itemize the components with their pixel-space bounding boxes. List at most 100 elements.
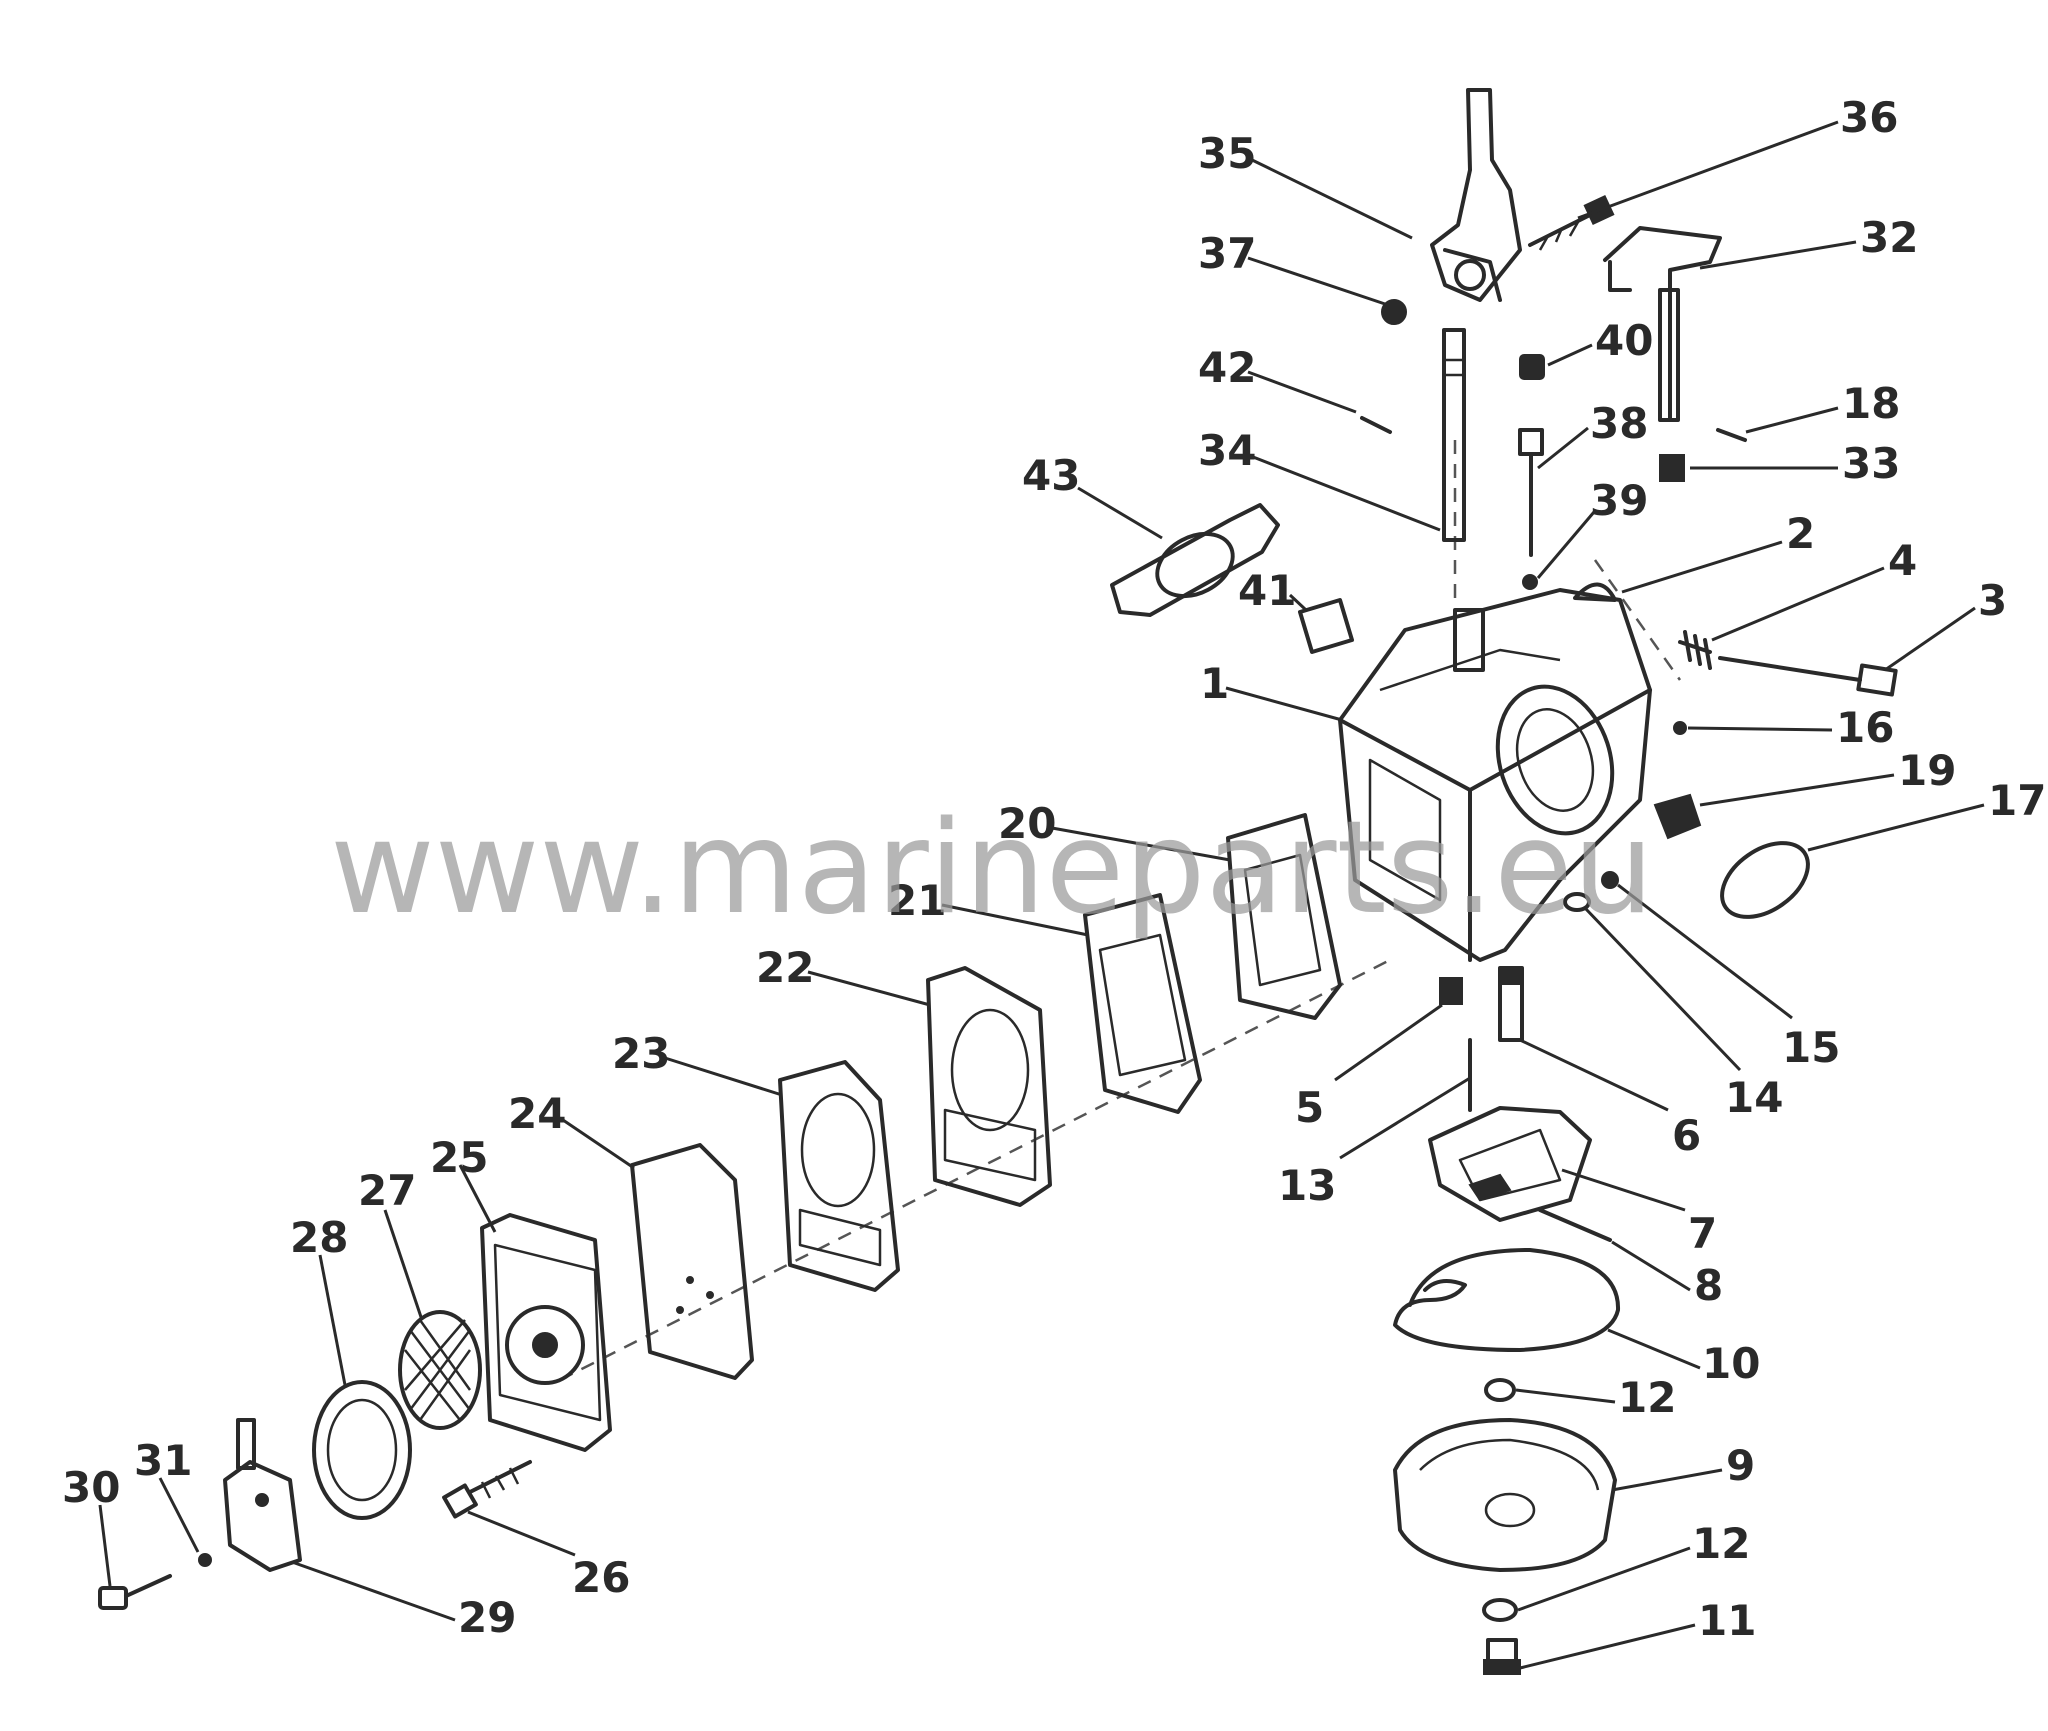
leader-lines (98, 120, 1985, 1670)
parts-drawing (98, 88, 1898, 1675)
label-40: 40 (1595, 316, 1653, 365)
leader-5 (1334, 1003, 1443, 1082)
label-17: 17 (1988, 776, 2046, 825)
leader-10 (1607, 1328, 1701, 1370)
part-19-plug (1653, 793, 1702, 840)
leader-23 (664, 1056, 783, 1097)
label-22: 22 (756, 943, 814, 992)
label-3: 3 (1978, 576, 2007, 625)
leader-21 (941, 903, 1089, 937)
label-12b: 12 (1692, 1519, 1750, 1568)
label-19: 19 (1898, 746, 1956, 795)
label-7: 7 (1688, 1209, 1717, 1258)
label-31: 31 (134, 1436, 192, 1485)
leader-4 (1711, 566, 1885, 642)
label-4: 4 (1888, 536, 1917, 585)
leader-2 (1621, 540, 1783, 594)
label-37: 37 (1198, 229, 1256, 278)
leader-16 (1687, 726, 1833, 732)
part-6-nozzle (1498, 966, 1524, 1042)
label-11: 11 (1698, 1596, 1756, 1645)
leader-28 (318, 1254, 347, 1386)
part-4-spring (1678, 630, 1712, 670)
leader-31 (158, 1477, 200, 1553)
leader-15 (1617, 883, 1793, 1020)
part-40-cap (1519, 354, 1545, 380)
part-12-upper-washer (1484, 1378, 1516, 1402)
leader-38 (1537, 426, 1589, 470)
part-32-choke-lever (1603, 226, 1722, 422)
label-27: 27 (358, 1166, 416, 1215)
part-43-gasket (1110, 503, 1280, 617)
part-26-screw (442, 1460, 532, 1519)
part-37-nut (1381, 299, 1407, 325)
part-5-jet (1439, 977, 1463, 1005)
label-9: 9 (1726, 1441, 1755, 1490)
part-12-lower-washer (1482, 1598, 1518, 1622)
leader-25 (458, 1164, 497, 1233)
label-38: 38 (1590, 399, 1648, 448)
leader-7 (1561, 1168, 1686, 1212)
watermark-text: www.marineparts.eu (330, 794, 1654, 943)
part-15-ball (1601, 871, 1619, 889)
part-30-screw (98, 1574, 172, 1610)
label-43: 43 (1022, 451, 1080, 500)
label-32: 32 (1860, 213, 1918, 262)
leader-26 (467, 1510, 576, 1557)
part-22-plate (926, 966, 1052, 1207)
part-number-labels: 35 36 37 32 40 42 18 34 38 33 43 39 2 4 … (62, 93, 2046, 1645)
leader-8 (1611, 1240, 1691, 1292)
leader-19 (1699, 773, 1895, 807)
label-6: 6 (1672, 1111, 1701, 1160)
part-25-pump-cover (480, 1213, 612, 1452)
leader-6 (1519, 1038, 1669, 1112)
leader-14 (1583, 906, 1742, 1072)
label-5: 5 (1295, 1083, 1324, 1132)
leader-1 (1225, 686, 1343, 722)
part-36-screw (1528, 194, 1615, 251)
leader-3 (1884, 606, 1976, 672)
label-35: 35 (1198, 129, 1256, 178)
label-21: 21 (888, 876, 946, 925)
part-38-needle (1518, 428, 1544, 557)
part-20-gasket (1226, 813, 1342, 1020)
leader-12b (1517, 1546, 1691, 1612)
label-20: 20 (998, 799, 1056, 848)
part-18-screw (1716, 428, 1747, 442)
part-11-drain-screw (1483, 1638, 1521, 1675)
leader-32 (1699, 240, 1857, 270)
label-30: 30 (62, 1463, 120, 1512)
leader-27 (383, 1209, 424, 1321)
part-23-gasket (778, 1060, 900, 1292)
part-21-gasket (1083, 893, 1202, 1114)
assembly-axis-right (1593, 559, 1682, 681)
label-33: 33 (1842, 439, 1900, 488)
label-13: 13 (1278, 1161, 1336, 1210)
part-34-throttle-shaft (1442, 328, 1466, 542)
part-33-spring (1659, 454, 1685, 482)
label-16: 16 (1836, 703, 1894, 752)
label-42: 42 (1198, 343, 1256, 392)
leader-11 (1519, 1623, 1696, 1670)
part-39-ball (1522, 574, 1538, 590)
part-16-ball (1673, 721, 1687, 735)
leader-17 (1807, 803, 1985, 852)
part-35-throttle-lever (1430, 88, 1522, 302)
label-29: 29 (458, 1593, 516, 1642)
label-12a: 12 (1618, 1373, 1676, 1422)
leader-37 (1247, 256, 1389, 307)
leader-9 (1611, 1468, 1723, 1492)
leader-13 (1339, 1076, 1471, 1160)
label-24: 24 (508, 1089, 566, 1138)
part-3-needle-screw (1718, 656, 1898, 697)
part-27-screen (398, 1310, 482, 1430)
leader-40 (1547, 343, 1593, 367)
leader-29 (291, 1560, 456, 1622)
label-18: 18 (1842, 379, 1900, 428)
label-14: 14 (1725, 1073, 1783, 1122)
leader-12a (1515, 1388, 1616, 1404)
part-29-cover (223, 1418, 302, 1572)
part-14-plug (1563, 892, 1591, 912)
